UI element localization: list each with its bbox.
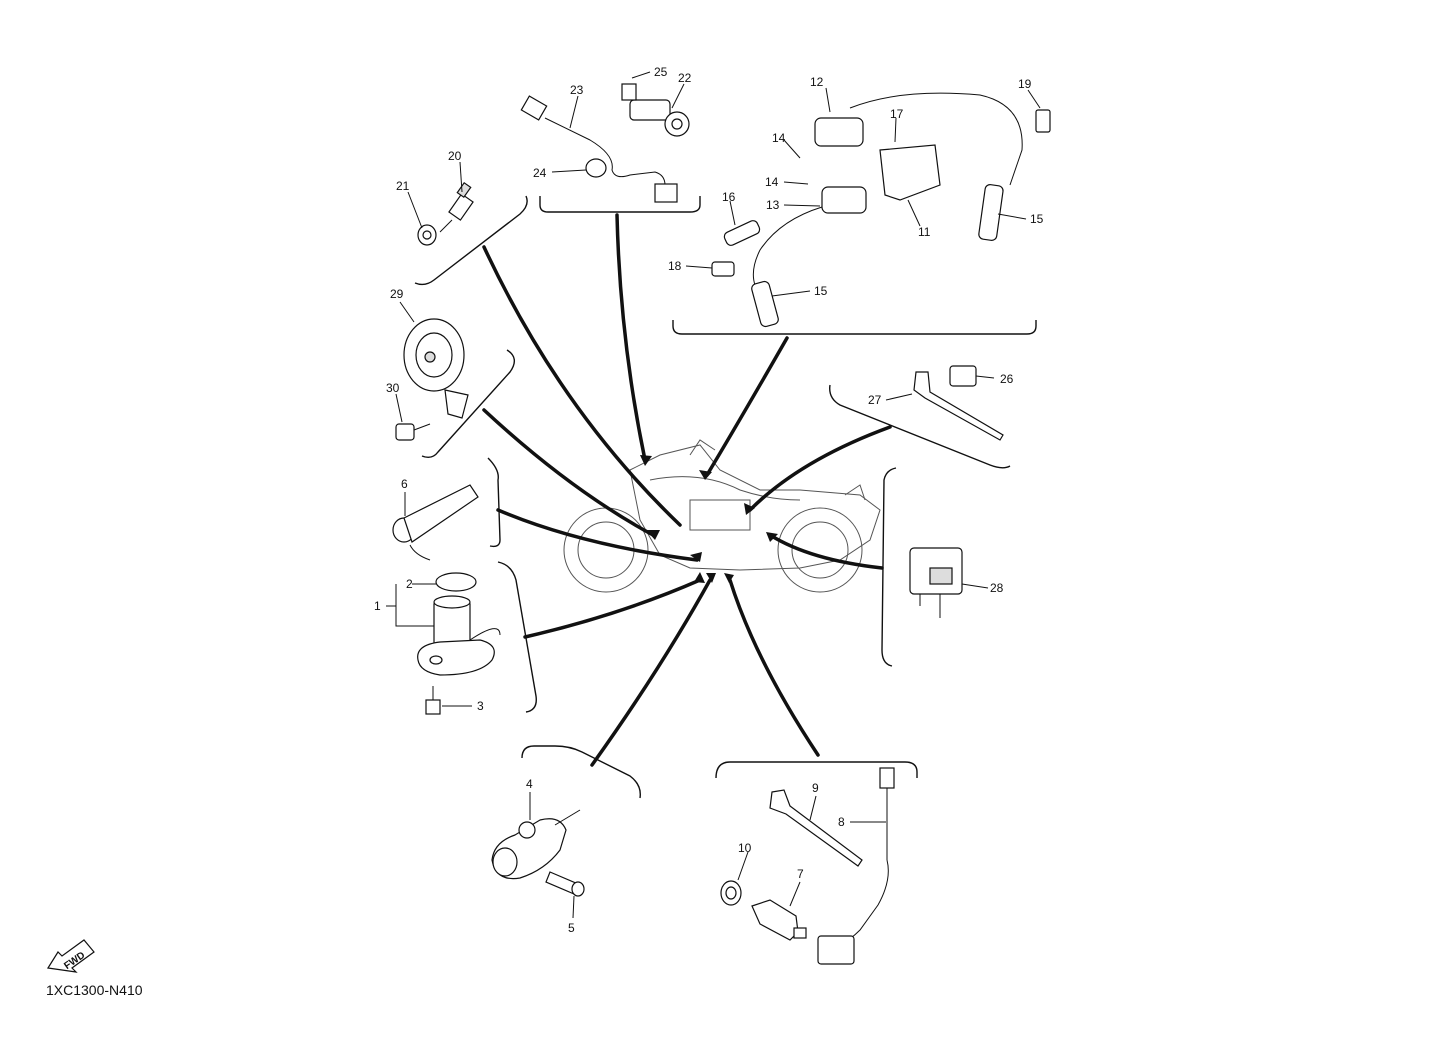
part-15-plug-cap bbox=[751, 184, 1004, 328]
callout-26: 26 bbox=[1000, 372, 1014, 386]
part-1-sensor-unit bbox=[417, 595, 501, 676]
part-8-lead bbox=[817, 767, 895, 965]
part-3-bolt bbox=[425, 686, 441, 715]
section-brackets bbox=[414, 195, 1037, 799]
callout-19: 19 bbox=[1018, 77, 1032, 91]
part-6-sensor bbox=[392, 484, 479, 561]
part-11-bracket bbox=[879, 144, 941, 201]
part-9-cable-tie bbox=[769, 789, 863, 867]
part-19-connector bbox=[1035, 109, 1051, 133]
callout-1: 1 bbox=[374, 599, 381, 613]
callout-24: 24 bbox=[533, 166, 547, 180]
callout-3: 3 bbox=[477, 699, 484, 713]
part-20-switch bbox=[439, 181, 474, 233]
callout-14a: 14 bbox=[772, 131, 786, 145]
callout-12: 12 bbox=[810, 75, 824, 89]
callout-9: 9 bbox=[812, 781, 819, 795]
callout-28: 28 bbox=[990, 581, 1004, 595]
part-13-ignition-coil bbox=[752, 186, 867, 286]
callout-13: 13 bbox=[766, 198, 780, 212]
callout-29: 29 bbox=[390, 287, 404, 301]
callout-8: 8 bbox=[838, 815, 845, 829]
callout-10: 10 bbox=[738, 841, 752, 855]
callout-6: 6 bbox=[401, 477, 408, 491]
callout-17: 17 bbox=[890, 107, 904, 121]
part-24-clip bbox=[585, 158, 607, 178]
callout-22: 22 bbox=[678, 71, 692, 85]
part-29-horn bbox=[403, 318, 469, 419]
part-16-sleeve bbox=[723, 220, 761, 246]
callout-numbers: 1 2 3 4 5 6 7 8 9 10 11 12 13 14 14 15 1… bbox=[374, 65, 1044, 935]
callout-14b: 14 bbox=[765, 175, 779, 189]
callout-30: 30 bbox=[386, 381, 400, 395]
leader-lines bbox=[482, 213, 892, 767]
part-12-ignition-coil bbox=[814, 92, 1023, 186]
fwd-arrow-icon: FWD bbox=[47, 939, 95, 973]
callout-15b: 15 bbox=[814, 284, 828, 298]
callout-21: 21 bbox=[396, 179, 410, 193]
callout-27: 27 bbox=[868, 393, 882, 407]
part-23-lead bbox=[520, 95, 678, 203]
leader-arrowheads bbox=[640, 455, 778, 583]
callout-4: 4 bbox=[526, 777, 533, 791]
part-22-sensor bbox=[621, 83, 690, 137]
part-30-bolt bbox=[395, 423, 431, 441]
callout-20: 20 bbox=[448, 149, 462, 163]
callout-16: 16 bbox=[722, 190, 736, 204]
part-7-sensor bbox=[751, 899, 807, 941]
part-28-relay bbox=[909, 547, 963, 618]
callout-leaders bbox=[386, 71, 1041, 919]
callout-7: 7 bbox=[797, 867, 804, 881]
diagram-reference-code: 1XC1300-N410 bbox=[46, 982, 143, 998]
part-27-cable-tie bbox=[913, 371, 1004, 441]
callout-23: 23 bbox=[570, 83, 584, 97]
part-21-washer bbox=[417, 224, 437, 246]
part-26-bracket bbox=[949, 365, 977, 387]
callout-25: 25 bbox=[654, 65, 668, 79]
part-2-o-ring bbox=[435, 572, 477, 592]
part-18-clamp bbox=[711, 261, 735, 277]
callout-5: 5 bbox=[568, 921, 575, 935]
part-4-switch bbox=[491, 809, 581, 880]
motorcycle-silhouette bbox=[563, 439, 881, 593]
callout-11: 11 bbox=[918, 225, 931, 239]
part-5-bolt bbox=[545, 871, 585, 897]
callout-2: 2 bbox=[406, 577, 413, 591]
part-10-washer bbox=[720, 880, 742, 906]
callout-15a: 15 bbox=[1030, 212, 1044, 226]
callout-18: 18 bbox=[668, 259, 682, 273]
